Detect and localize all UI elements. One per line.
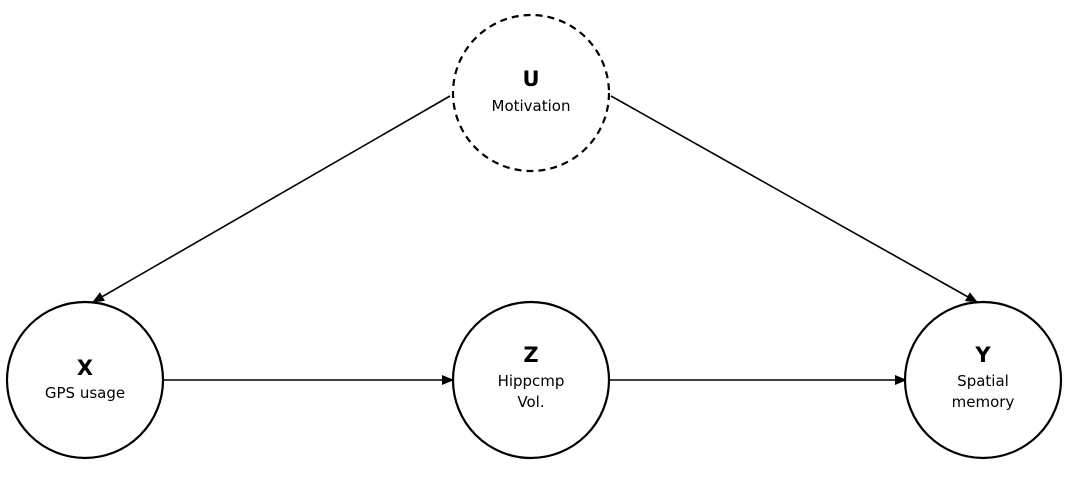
node-y-circle [903, 300, 1063, 460]
node-x-letter: X [77, 356, 93, 380]
node-y-label-line2: memory [952, 393, 1015, 411]
node-u-label: Motivation [492, 97, 571, 115]
node-u: U Motivation [451, 13, 611, 173]
edge-u-to-x [92, 95, 451, 303]
node-x-circle [5, 300, 165, 460]
edges [92, 95, 978, 385]
node-z-circle [451, 300, 611, 460]
node-u-circle [451, 13, 611, 173]
node-z-label-line2: Vol. [517, 393, 544, 411]
node-z-letter: Z [523, 343, 538, 367]
node-y: Y Spatial memory [903, 300, 1063, 460]
node-z: Z Hippcmp Vol. [451, 300, 611, 460]
node-x-label: GPS usage [45, 384, 125, 402]
node-x: X GPS usage [5, 300, 165, 460]
node-y-letter: Y [974, 343, 991, 367]
node-u-letter: U [522, 67, 539, 91]
edge-u-to-y [610, 95, 978, 303]
node-y-label-line1: Spatial [957, 372, 1009, 390]
node-z-label-line1: Hippcmp [498, 372, 565, 390]
